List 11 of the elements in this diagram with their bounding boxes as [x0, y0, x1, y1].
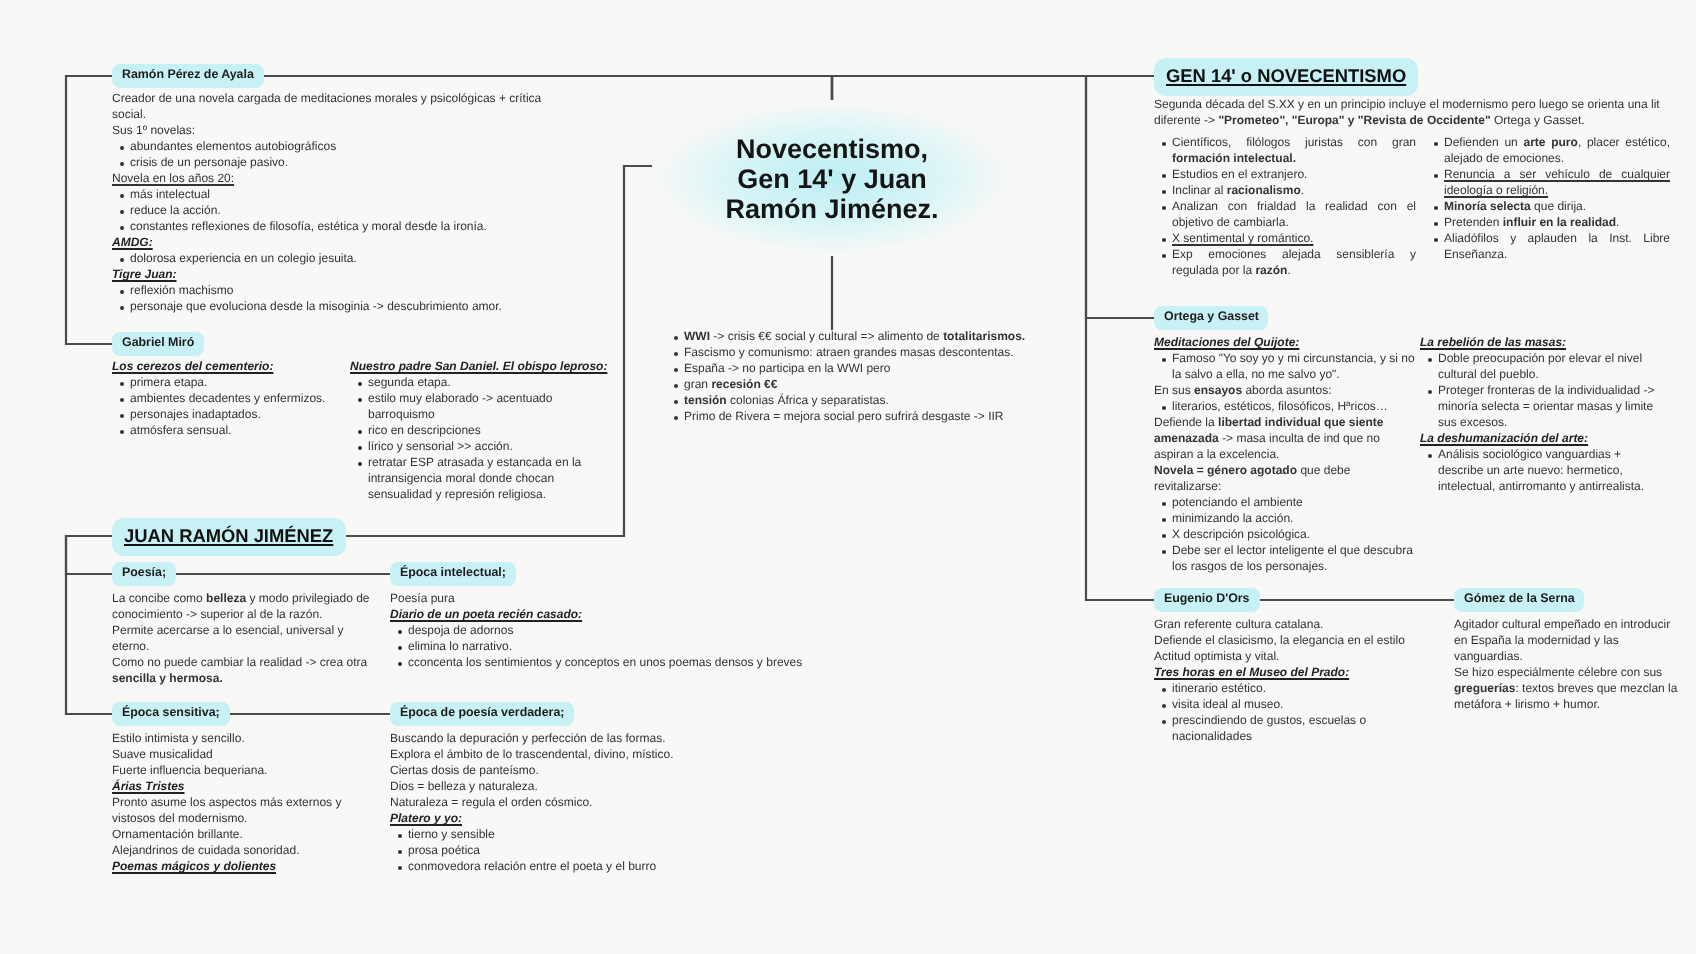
section-label: JUAN RAMÓN JIMÉNEZ: [112, 517, 346, 555]
connector-line: [830, 256, 834, 330]
connector-line: [345, 164, 652, 538]
connector-line: [64, 534, 112, 716]
central-title: Novecentismo, Gen 14' y Juan Ramón Jiménez.: [723, 133, 941, 223]
connector-line: [830, 74, 1154, 602]
connector-line: [1259, 598, 1454, 602]
connector-line: [229, 712, 390, 716]
connector-line: [64, 74, 112, 346]
section-label: GEN 14' o NOVECENTISMO: [1154, 57, 1419, 95]
connector-line: [176, 572, 390, 576]
